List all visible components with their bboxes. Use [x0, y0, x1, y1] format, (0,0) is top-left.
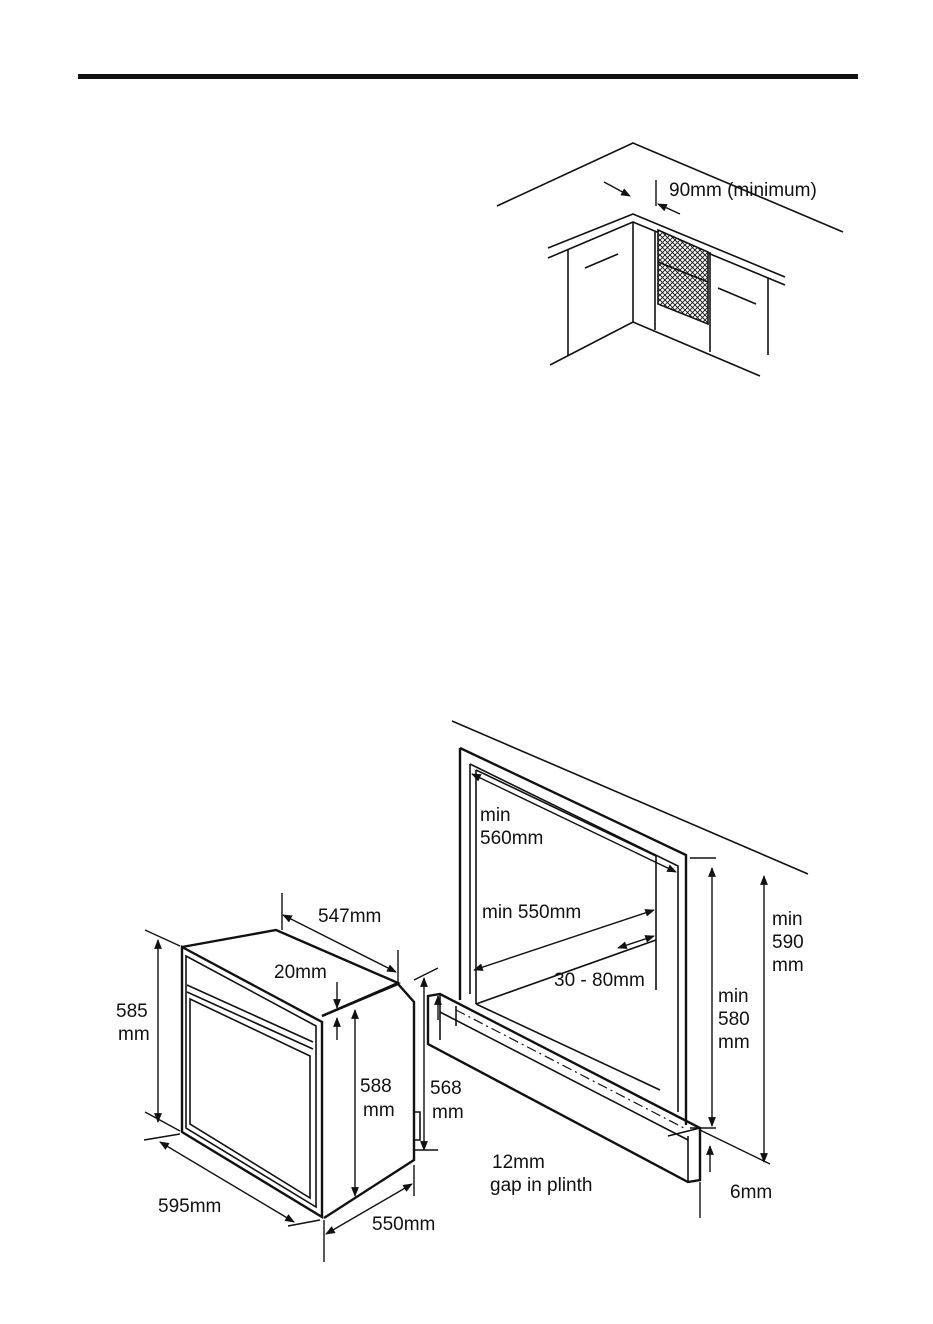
- control-panel-line-2: [187, 992, 313, 1049]
- oven-height-rear-unit: mm: [432, 1102, 464, 1123]
- cabinet-min-height-outer-value: 590: [772, 932, 804, 953]
- oven-width-label: 595mm: [158, 1196, 221, 1217]
- dim-585-ext-top: [145, 930, 180, 946]
- cabinet-opening-top: [476, 770, 656, 990]
- oven-height-rear-value: 568: [430, 1078, 462, 1099]
- cabinet-dimensions: min 560mm min 550mm 30 - 80mm min 580 mm…: [438, 774, 804, 1218]
- cabinet-min-height-inner-value: 580: [718, 1009, 750, 1030]
- plinth-gap-line2: gap in plinth: [490, 1175, 592, 1196]
- oven-depth-top-label: 547mm: [318, 906, 381, 927]
- gap-arrow-left: [604, 182, 630, 196]
- gap-arrow-right: [658, 204, 680, 214]
- cabinet-wall-line: [452, 721, 808, 874]
- oven-height-side-value: 588: [360, 1076, 392, 1097]
- cabinet-min-width-value: 560mm: [480, 828, 543, 849]
- vent-gap-label: 90mm (minimum): [669, 180, 817, 201]
- oven-height-front-value: 585: [116, 1001, 148, 1022]
- right-cabinet-handle: [718, 288, 756, 304]
- oven-front-frame: [182, 947, 322, 1217]
- oven-dimensions: 547mm 20mm 585 mm 588 mm 568 mm 5: [116, 893, 464, 1262]
- ventilation-diagram: 90mm (minimum): [497, 143, 843, 376]
- oven-door: [190, 999, 310, 1198]
- vent-grille: [658, 230, 708, 324]
- cabinet-min-width-label: min: [480, 805, 511, 826]
- plinth-offset-label: 6mm: [730, 1182, 772, 1203]
- plinth-top-edge: [440, 1012, 688, 1140]
- floor-line: [550, 322, 760, 376]
- dim-568-ext-top: [414, 968, 438, 980]
- cabinet-min-height-outer-unit: mm: [772, 955, 804, 976]
- cabinet-min-depth-label: min 550mm: [482, 902, 581, 923]
- cabinet-min-height-inner-label: min: [718, 986, 749, 1007]
- cabinet-drawing: [428, 721, 808, 1182]
- cabinet-min-height-outer-label: min: [772, 909, 803, 930]
- plinth-centreline: [456, 1010, 684, 1128]
- cabinet-floor-front: [476, 1004, 660, 1090]
- dim-595-ext-left: [144, 1134, 180, 1140]
- dim-585-ext-bottom: [145, 1112, 180, 1131]
- cabinet-rear-gap-label: 30 - 80mm: [554, 970, 645, 991]
- oven-height-side-unit: mm: [363, 1100, 395, 1121]
- cabinet-plinth: [428, 994, 700, 1182]
- oven-height-front-unit: mm: [118, 1024, 150, 1045]
- plinth-gap-line1: 12mm: [492, 1152, 545, 1173]
- oven-depth-base-label: 550mm: [372, 1214, 435, 1235]
- cabinet-min-height-inner-unit: mm: [718, 1032, 750, 1053]
- left-cabinet-handle: [585, 254, 618, 268]
- oven-top-offset-label: 20mm: [274, 962, 327, 983]
